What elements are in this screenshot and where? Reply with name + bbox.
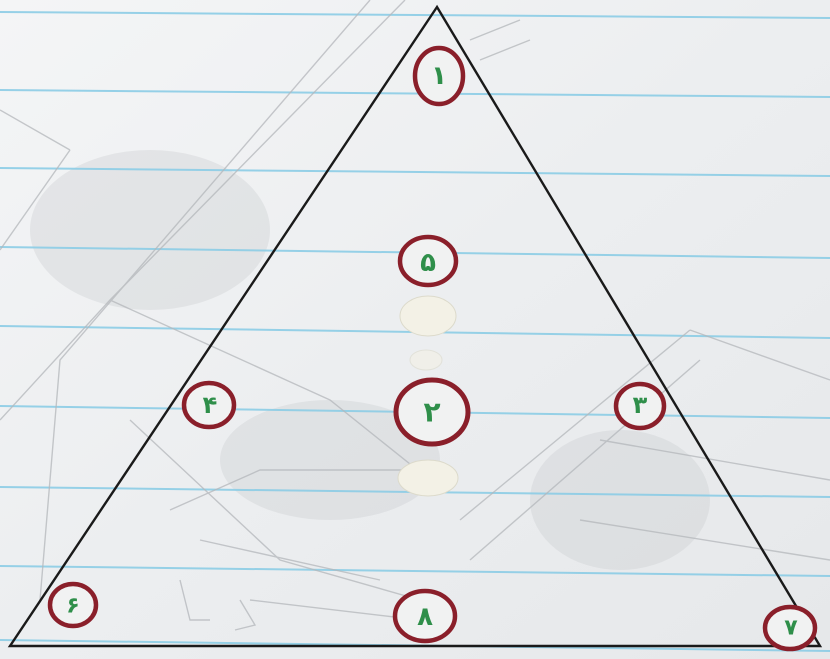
numeral-label: ١ xyxy=(431,61,447,91)
node-right: ٣ xyxy=(616,384,664,428)
numeral-label: ٨ xyxy=(417,602,433,632)
node-left: ۴ xyxy=(184,383,234,427)
numeral-label: ٣ xyxy=(633,391,648,419)
node-bottom-left: ۶ xyxy=(50,584,96,626)
node-top: ١ xyxy=(415,48,463,104)
node-bottom-right: ٧ xyxy=(765,607,815,649)
numeral-label: ۴ xyxy=(203,391,218,419)
numeral-label: ٧ xyxy=(784,616,798,641)
node-center: ٢ xyxy=(396,380,468,444)
numeral-label: ۵ xyxy=(420,248,436,278)
node-upper-center: ۵ xyxy=(400,237,456,285)
node-bottom-center: ٨ xyxy=(395,591,455,641)
numeral-label: ٢ xyxy=(423,396,440,429)
numeral-label: ۶ xyxy=(66,594,79,619)
